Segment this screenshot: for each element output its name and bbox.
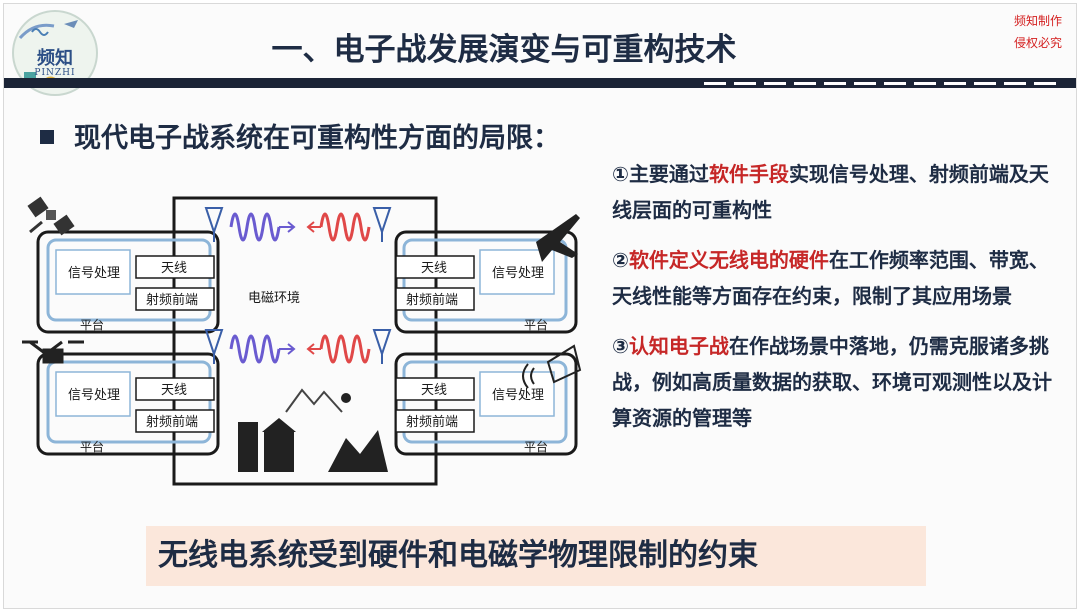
point-2-highlight: 软件定义无线电的硬件 (628, 248, 829, 272)
point-3: ③认知电子战在作战场景中落地，仍需克服诸多挑战，例如高质量数据的获取、环境可观测… (612, 328, 1052, 436)
logo-name: 频知 (37, 48, 73, 69)
conclusion-banner: 无线电系统受到硬件和电磁学物理限制的约束 (146, 526, 926, 586)
point-1-num: ① (612, 162, 629, 186)
watermark: 频知制作 侵权必究 (1014, 10, 1062, 54)
header-band (4, 78, 1076, 88)
antenna-icon (204, 207, 224, 364)
rf-label-bl: 射频前端 (146, 414, 198, 430)
hills-icon (328, 430, 388, 472)
point-3-num: ③ (612, 334, 629, 358)
signal-label-bl: 信号处理 (68, 388, 120, 403)
watermark-line-1: 频知制作 (1013, 14, 1062, 28)
antenna-label-tr: 天线 (421, 261, 447, 276)
point-1-text: 实现信号处理、射频前端及天线层面的可重构性 (612, 162, 1049, 222)
node-bottom-right: 天线 射频前端 信号处理 平台 (394, 352, 578, 456)
point-1-pre: 主要通过 (628, 162, 709, 186)
node-bottom-left: 信号处理 天线 射频前端 平台 (36, 352, 220, 456)
section-heading-text: 现代电子战系统在可重构性方面的局限： (74, 123, 560, 154)
square-bullet-icon (40, 129, 54, 144)
antenna-label-tl: 天线 (161, 261, 187, 276)
node-top-left: 信号处理 天线 射频前端 平台 (36, 230, 220, 334)
signal-label-br: 信号处理 (492, 388, 544, 403)
platform-label-tl: 平台 (80, 317, 104, 332)
signal-label-tl: 信号处理 (68, 266, 120, 281)
watermark-line-2: 侵权必究 (1013, 36, 1062, 50)
node-top-right: 天线 射频前端 信号处理 平台 (394, 230, 578, 334)
point-1-highlight: 软件手段 (708, 162, 789, 186)
incoming-wave-icon (306, 212, 371, 364)
logo-subtitle: PINZHI (34, 68, 76, 78)
ew-system-diagram: 电磁环境 信号处理 天线 射频前端 平台 信号处理 天线 射频前端 平台 (22, 196, 582, 486)
point-3-highlight: 认知电子战 (628, 334, 729, 358)
page-title: 一、电子战发展演变与可重构技术 (271, 32, 737, 68)
radar-dish-icon (522, 344, 582, 389)
environment-box (172, 196, 438, 486)
point-2-text: 在工作频率范围、带宽、天线性能等方面存在约束，限制了其应用场景 (612, 248, 1049, 308)
outgoing-wave-icon (229, 212, 296, 364)
limitation-points: ①主要通过软件手段实现信号处理、射频前端及天线层面的可重构性 ②软件定义无线电的… (612, 156, 1052, 450)
rf-label-tr: 射频前端 (406, 292, 458, 308)
platform-label-bl: 平台 (80, 439, 104, 454)
buildings-icon (238, 418, 296, 472)
point-2-num: ② (612, 248, 629, 272)
platform-label-tr: 平台 (524, 317, 548, 332)
antenna-label-bl: 天线 (161, 383, 187, 398)
rf-label-tl: 射频前端 (146, 292, 198, 308)
fighter-jet-icon (536, 214, 580, 262)
point-3-text: 在作战场景中落地，仍需克服诸多挑战，例如高质量数据的获取、环境可观测性以及计算资… (612, 334, 1052, 430)
point-2: ②软件定义无线电的硬件在工作频率范围、带宽、天线性能等方面存在约束，限制了其应用… (612, 242, 1052, 314)
platform-label-br: 平台 (524, 439, 548, 454)
drone-icon (22, 340, 84, 364)
mountains-icon (285, 388, 343, 413)
signal-label-tr: 信号处理 (492, 266, 544, 281)
section-heading: 现代电子战系统在可重构性方面的局限： (40, 116, 560, 155)
antenna-icon (372, 207, 392, 364)
satellite-icon (27, 196, 75, 236)
point-1: ①主要通过软件手段实现信号处理、射频前端及天线层面的可重构性 (612, 156, 1052, 228)
antenna-label-br: 天线 (421, 383, 447, 398)
environment-label: 电磁环境 (248, 291, 300, 306)
rf-label-br: 射频前端 (406, 414, 458, 430)
sun-icon (341, 393, 351, 403)
slide: 频知 PINZHI 一、电子战发展演变与可重构技术 频知制作 侵权必究 现代电子… (3, 3, 1077, 609)
